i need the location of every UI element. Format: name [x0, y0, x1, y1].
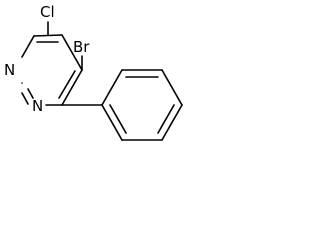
molecule-structure: Cl Br N N [0, 0, 186, 194]
bond-ph3-ph4 [161, 69, 183, 106]
bond-ph6-ph1 [101, 104, 123, 141]
bond-ph1-ph2 [101, 69, 123, 106]
bond-ph6-ph1-inner [109, 104, 127, 134]
pyrimidine-ring [21, 34, 83, 106]
atom-label-br: Br [73, 38, 90, 56]
bond-c5-c6-inner [58, 70, 76, 99]
structure-drawing: Cl Br N N [4, 3, 183, 141]
bond-ph4-ph5-inner [157, 104, 175, 134]
atom-label-n-top: N [4, 61, 15, 79]
atom-label-n-bottom: N [32, 97, 43, 115]
bond-n1-c2-inner [27, 88, 34, 99]
bond-c5-c6 [61, 69, 83, 106]
bond-c4-c5 [61, 34, 83, 71]
bond-ph4-ph5 [161, 104, 183, 141]
bond-n1-c2 [21, 92, 29, 105]
phenyl-ring [101, 69, 183, 141]
bond-n3-c4 [21, 35, 35, 58]
atom-label-cl: Cl [40, 3, 55, 21]
